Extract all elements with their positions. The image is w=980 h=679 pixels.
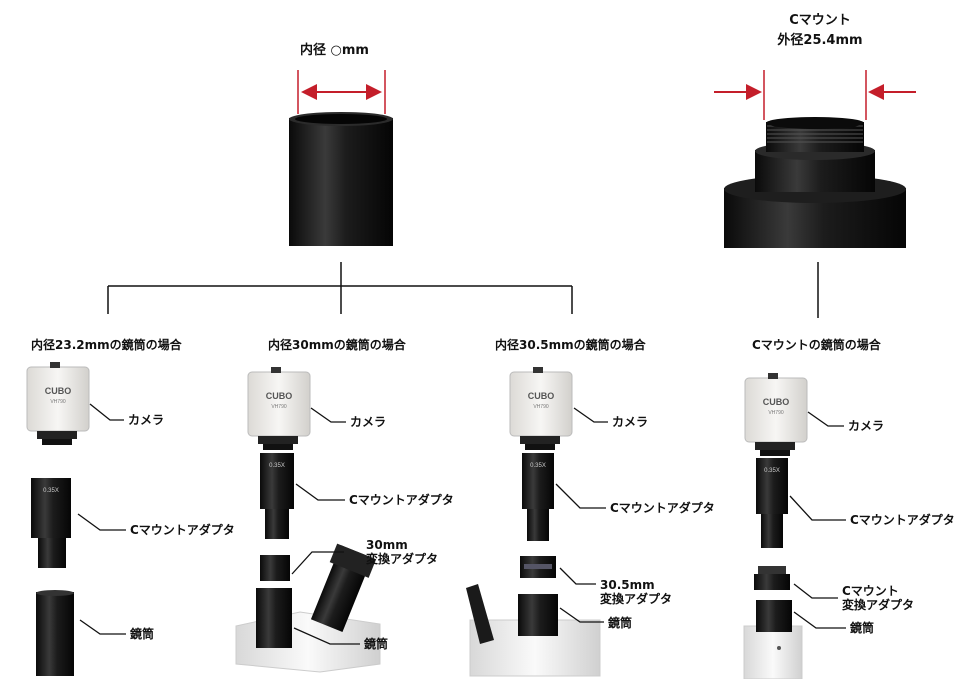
col4-title: Cマウントの鏡筒の場合 (752, 338, 881, 352)
col1-camera-brand: CUBO (44, 386, 72, 396)
col4-label-tube: 鏡筒 (850, 621, 875, 635)
col2-camera-model: VH790 (271, 404, 287, 410)
col3-title: 内径30.5mmの鏡筒の場合 (495, 338, 646, 352)
col3-label-30-5mm: 30.5mm (600, 578, 655, 592)
col1-camera-model: VH790 (50, 399, 66, 405)
col2-adapter-mark: 0.35X (269, 463, 285, 469)
col3-label-camera: カメラ (612, 415, 649, 429)
col2-label-cmount-adapter: Cマウントアダプタ (349, 493, 454, 507)
col1-tube (36, 590, 74, 676)
col3-adapter (522, 453, 554, 541)
top-tube (289, 112, 393, 246)
col1-leaders (77, 403, 126, 635)
col3-camera-model: VH790 (533, 404, 549, 410)
col3-conversion-adapter (520, 556, 556, 578)
col2-camera (247, 367, 311, 450)
col2-label-30mm: 30mm (366, 538, 408, 552)
col4-camera (744, 373, 808, 456)
col4-label-conversion: 変換アダプタ (842, 598, 915, 612)
col3-camera (509, 367, 573, 450)
cmount-title: Cマウント (789, 13, 851, 28)
col3-leaders (555, 407, 608, 623)
col2-conversion-adapter (260, 555, 290, 581)
col4-cmount-conversion-adapter (754, 566, 790, 590)
col2-label-camera: カメラ (350, 415, 387, 429)
col4-adapter (756, 458, 788, 548)
col1-camera (26, 362, 90, 445)
col1-adapter (31, 478, 71, 568)
col4-leaders (789, 411, 846, 629)
col2-camera-brand: CUBO (265, 391, 293, 401)
top-cmount (724, 117, 906, 248)
col2-label-tube: 鏡筒 (364, 637, 389, 651)
col3-adapter-mark: 0.35X (530, 463, 546, 469)
col3-label-conversion: 変換アダプタ (600, 592, 673, 606)
col1-adapter-mark: 0.35X (43, 488, 59, 494)
cmount-outer-diameter: 外径25.4mm (777, 33, 863, 48)
col4-label-camera: カメラ (848, 419, 885, 433)
col4-adapter-mark: 0.35X (764, 468, 780, 474)
inner-diameter-arrow (297, 70, 386, 114)
col4-label-cmount: Cマウント (842, 584, 899, 598)
col3-camera-brand: CUBO (527, 391, 555, 401)
col2-adapter (260, 453, 294, 539)
col3-label-tube: 鏡筒 (608, 616, 633, 630)
col1-label-cmount-adapter: Cマウントアダプタ (130, 523, 235, 537)
col1-label-tube: 鏡筒 (130, 627, 155, 641)
col2-title: 内径30mmの鏡筒の場合 (268, 338, 406, 352)
tree-lines (107, 262, 819, 318)
col1-title: 内径23.2mmの鏡筒の場合 (31, 338, 182, 352)
col2-microscope (235, 543, 381, 673)
col3-label-cmount-adapter: Cマウントアダプタ (610, 501, 715, 515)
col1-label-camera: カメラ (128, 413, 165, 427)
col4-microscope (743, 600, 803, 679)
col4-camera-brand: CUBO (762, 397, 790, 407)
col2-leaders (291, 407, 360, 645)
col3-microscope (466, 584, 601, 677)
col4-camera-model: VH790 (768, 410, 784, 416)
inner-diameter-label: 内径 ○mm (300, 43, 369, 58)
col2-label-conversion: 変換アダプタ (366, 552, 439, 566)
outer-diameter-arrow (714, 70, 916, 120)
col4-label-cmount-adapter: Cマウントアダプタ (850, 513, 955, 527)
